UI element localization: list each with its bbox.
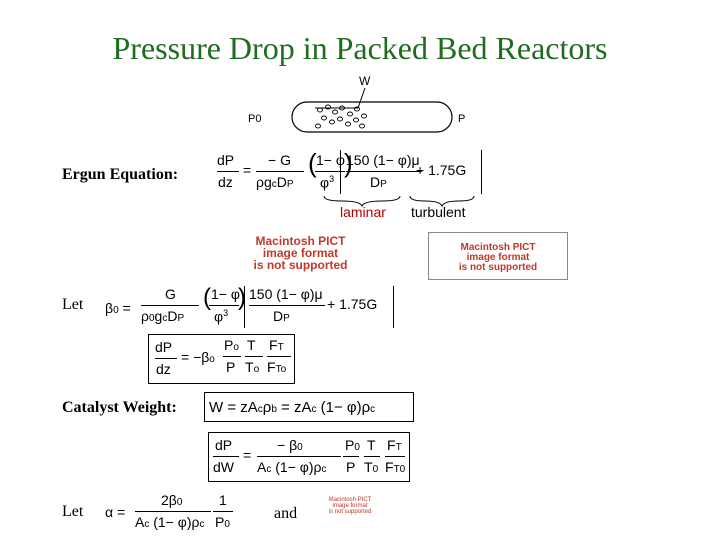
- catalyst-weight-box: W = zAcρb = zAc (1− φ)ρc: [204, 392, 414, 422]
- beta0-equation: β0 = G ρ0gcDP ( 1− φ φ3 ) 150 (1− φ)μ DP…: [105, 284, 395, 332]
- and-label: and: [274, 505, 298, 522]
- reactor-tube: [291, 101, 453, 133]
- alpha-equation: α = 2β0 Ac (1− φ)ρc 1 P0: [105, 490, 255, 536]
- catalyst-weight-label: Catalyst Weight:: [62, 399, 177, 416]
- let-label-2: Let: [62, 503, 84, 520]
- dpdz-box: dP dz = −βo Po P T To FT FTo: [148, 334, 295, 384]
- dpdw-box: dP dW = − β0 Ac (1− φ)ρc P0 P T T0 FT FT…: [208, 432, 410, 482]
- turbulent-label: turbulent: [411, 204, 466, 220]
- page-title: Pressure Drop in Packed Bed Reactors: [112, 30, 608, 66]
- packed-bed-diagram: W P0 P: [248, 74, 465, 133]
- inlet-pressure-label: P0: [248, 113, 261, 125]
- w-label: W: [359, 74, 371, 88]
- regime-braces: [323, 195, 475, 208]
- outlet-pressure-label: P: [458, 113, 465, 125]
- ergun-label: Ergun Equation:: [62, 166, 179, 183]
- let-label-1: Let: [62, 296, 84, 313]
- ergun-dpdz: dP: [217, 152, 235, 168]
- w-arrow: [315, 87, 366, 109]
- catalyst-pellets: [315, 104, 367, 129]
- laminar-label: laminar: [340, 204, 386, 220]
- ergun-equation: dP dz = − G ρgcDP ( 1− φ φ3 ) 150 (1− φ)…: [212, 148, 482, 198]
